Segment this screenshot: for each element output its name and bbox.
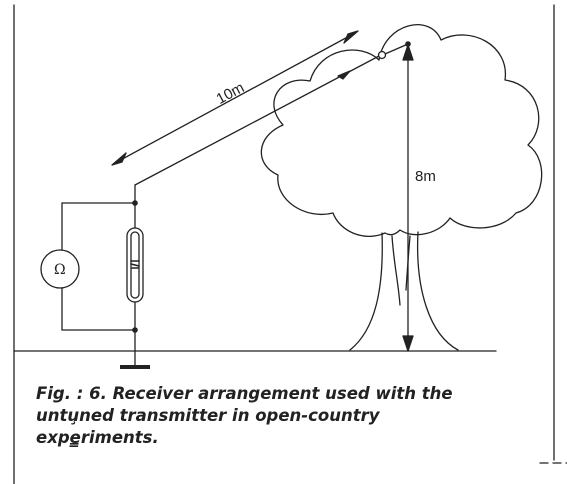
earth-plate [120,365,150,369]
tree-trunk-right [416,231,459,351]
distance-arrowhead-left [111,152,127,166]
ohmmeter-circle [40,249,80,289]
distance-dimension-line [114,32,356,164]
detector-filings [130,260,140,269]
antenna-wire [134,55,380,186]
transmitter-terminal [405,41,411,47]
detector-tube [126,227,144,303]
caption-line-3: expe̳riments. [36,428,159,447]
junction-bottom [132,327,138,333]
height-arrowhead-bottom [402,335,414,352]
ohmmeter-symbol: Ω [54,262,66,278]
caption-line-1: Fig. : 6. Receiver arrangement used with… [36,384,453,403]
junction-top [132,200,138,206]
figure-caption: Fig. : 6. Receiver arrangement used with… [36,383,476,449]
tree-trunk-left [349,232,383,351]
caption-line-2: untu̧ned transmitter in open-country [36,406,380,425]
height-label: 8m [415,168,436,185]
distance-arrowhead-right [343,30,359,44]
detector-tube-inner [130,231,140,299]
antenna-arrowhead [337,70,351,80]
insulator-ring [377,50,387,60]
height-arrowhead-top [402,44,414,61]
tree-trunk-groove-1 [391,235,401,306]
tree-canopy [260,24,543,237]
distance-label: 10m [213,79,247,108]
insulator-link [384,43,409,55]
